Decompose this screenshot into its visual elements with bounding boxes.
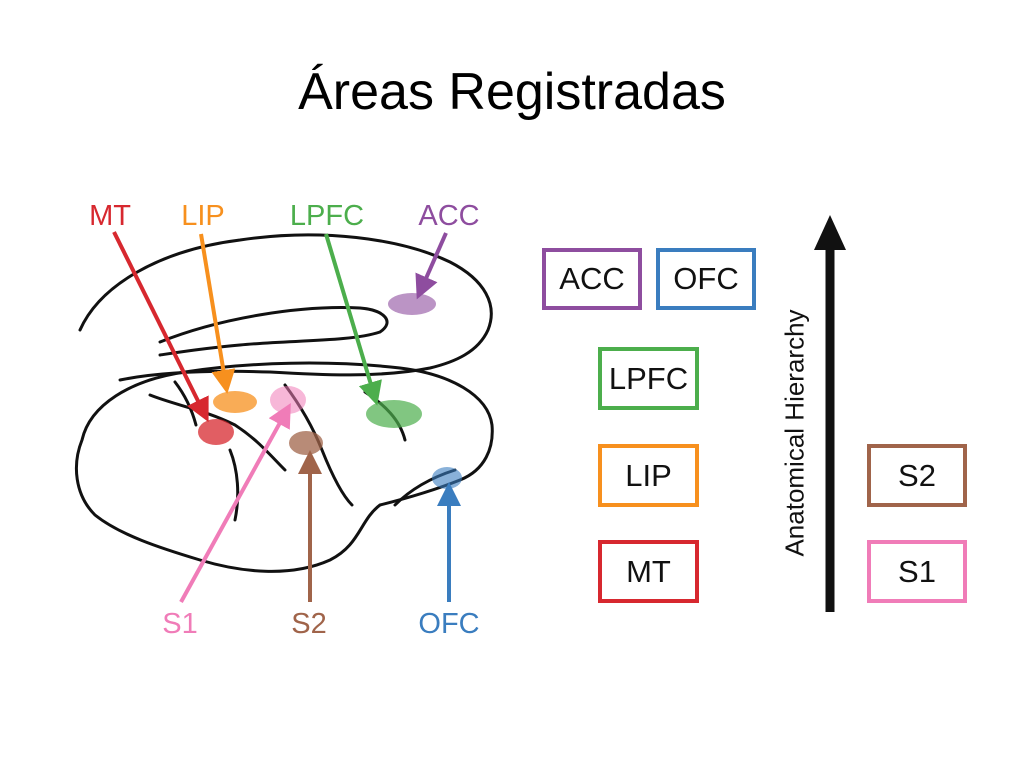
region-ofc	[432, 467, 462, 489]
label-lip: LIP	[181, 200, 225, 232]
box-lpfc: LPFC	[598, 347, 699, 410]
arrow-mt	[112, 231, 209, 423]
box-lip: LIP	[598, 444, 699, 507]
box-acc: ACC	[542, 248, 642, 310]
label-ofc: OFC	[418, 608, 479, 640]
arrow-s1	[179, 402, 291, 603]
box-mt: MT	[598, 540, 699, 603]
corpus-callosum-outline	[158, 306, 389, 357]
sulcus-line	[148, 393, 287, 472]
arrow-lip	[199, 233, 236, 394]
arrow-acc	[415, 232, 448, 300]
sulcus-line	[228, 448, 240, 522]
label-acc: ACC	[418, 200, 479, 232]
label-lpfc: LPFC	[290, 200, 364, 232]
medial-hemisphere-outline	[78, 233, 493, 382]
box-s2: S2	[867, 444, 967, 507]
region-acc	[388, 293, 436, 315]
label-s1: S1	[162, 608, 197, 640]
region-mt	[198, 419, 234, 445]
box-ofc: OFC	[656, 248, 756, 310]
region-s1	[270, 386, 306, 414]
slide-title: Áreas Registradas	[298, 63, 726, 121]
label-mt: MT	[89, 200, 131, 232]
hierarchy-axis-label: Anatomical Hierarchy	[779, 309, 810, 557]
arrow-lpfc	[324, 233, 382, 406]
region-s2	[289, 431, 323, 455]
box-s1: S1	[867, 540, 967, 603]
region-lip	[213, 391, 257, 413]
region-lpfc	[366, 400, 422, 428]
label-s2: S2	[291, 608, 326, 640]
